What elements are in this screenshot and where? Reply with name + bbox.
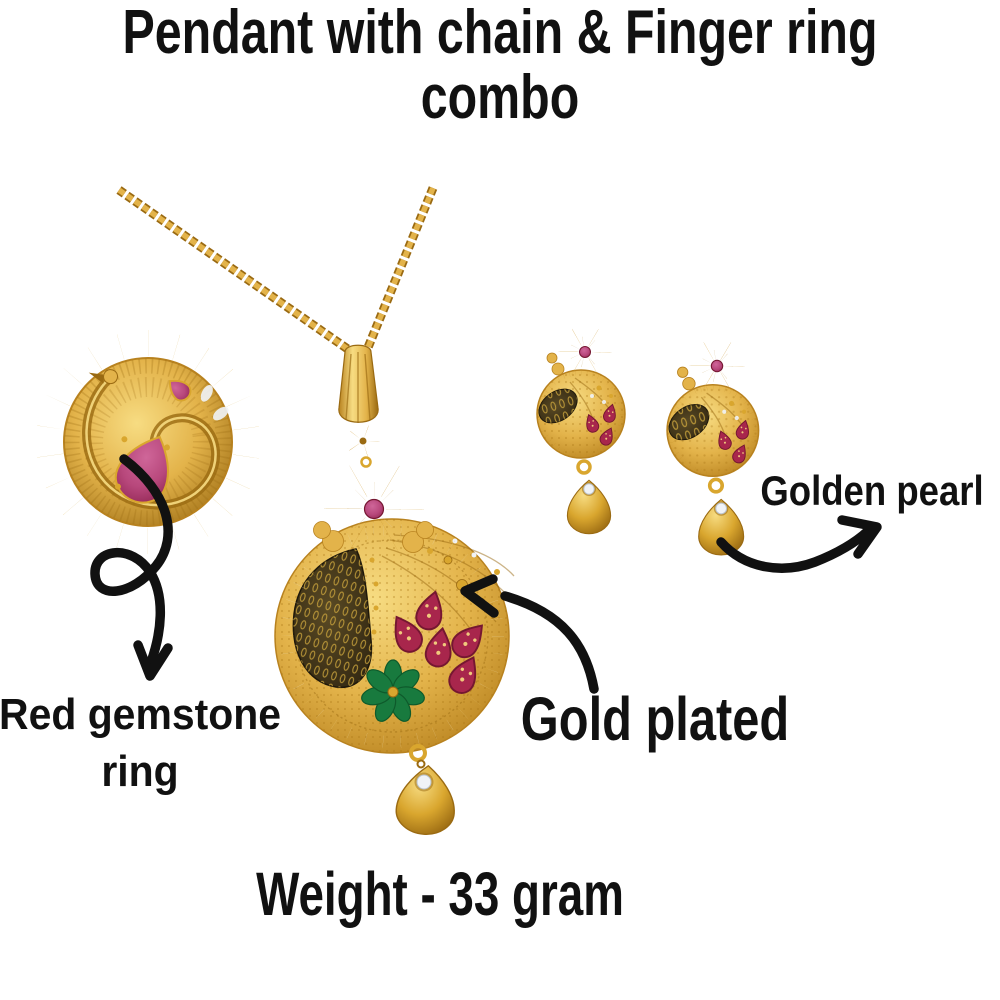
golden-pearl-arrow-icon: [716, 515, 882, 573]
label-weight: Weight - 33 gram: [256, 860, 624, 928]
pendant: [274, 344, 515, 837]
annotation-arrows: [90, 454, 882, 694]
gold-plated-arrow-icon: [460, 574, 599, 694]
title-line-2: combo: [420, 63, 580, 132]
pendant-drop-link: [409, 744, 427, 762]
pendant-flower: [313, 459, 434, 559]
page-title: Pendant with chain & Finger ring combo: [0, 0, 1000, 130]
peacock-head: [103, 369, 119, 385]
earring-right: [662, 349, 758, 555]
ring-arrow-icon: [90, 454, 173, 681]
label-gold-plated: Gold plated: [520, 685, 790, 753]
earring-left: [532, 336, 625, 534]
label-golden-pearl: Golden pearl: [760, 467, 984, 514]
finger-ring: [36, 330, 260, 554]
label-red-gemstone-ring: Red gemstone ring: [0, 690, 281, 796]
necklace-chain: [116, 186, 438, 356]
green-enamel-flower: [361, 659, 425, 722]
title-line-1: Pendant with chain & Finger ring: [122, 0, 878, 67]
